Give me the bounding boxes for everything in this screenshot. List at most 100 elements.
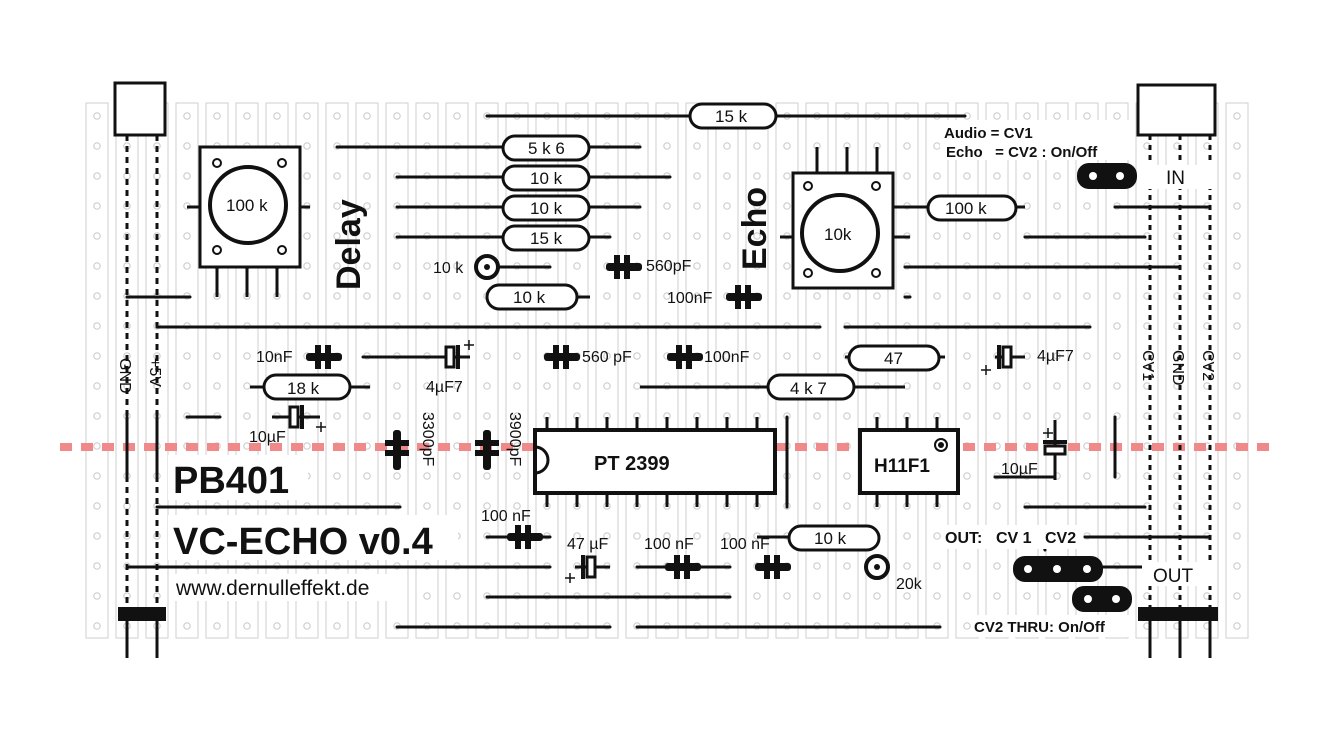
board-hole: [963, 562, 971, 570]
cv2-column-label: CV2: [1199, 350, 1216, 381]
board-hole: [843, 502, 851, 510]
board-hole: [1233, 322, 1241, 330]
cap-100nf-d: 100 nF: [644, 536, 694, 553]
board-hole: [903, 562, 911, 570]
board-hole: [93, 622, 101, 630]
board-hole: [1053, 172, 1061, 180]
resistor-5k6: 5 k 6: [528, 139, 565, 158]
cap-100nf-b: 100nF: [704, 349, 750, 366]
h11f1-label: H11F1: [874, 456, 930, 477]
board-hole: [1233, 352, 1241, 360]
board-hole: [453, 262, 461, 270]
copper-strip: [175, 102, 199, 639]
audio-cv1-note: Audio = CV1: [944, 125, 1033, 142]
board-hole: [693, 532, 701, 540]
board-hole: [1113, 322, 1121, 330]
board-hole: [1083, 382, 1091, 390]
board-hole: [423, 412, 431, 420]
cap-47uf: 47 µF: [567, 536, 608, 553]
board-hole: [843, 592, 851, 600]
board-hole: [363, 202, 371, 210]
board-hole: [753, 172, 761, 180]
board-hole: [1023, 592, 1031, 600]
board-hole: [1023, 412, 1031, 420]
copper-strip: [655, 102, 679, 639]
echo-label: Echo: [736, 187, 774, 270]
board-hole: [933, 232, 941, 240]
board-hole: [1053, 352, 1061, 360]
board-hole: [753, 262, 761, 270]
board-hole: [93, 232, 101, 240]
board-hole: [903, 142, 911, 150]
board-hole: [513, 502, 521, 510]
board-hole: [453, 292, 461, 300]
board-hole: [333, 232, 341, 240]
board-hole: [93, 202, 101, 210]
board-hole: [243, 622, 251, 630]
board-hole: [183, 352, 191, 360]
board-hole: [303, 262, 311, 270]
cap-3300pf: 3300pF: [419, 412, 436, 466]
board-hole: [663, 142, 671, 150]
gnd-column-label: GND: [1169, 350, 1186, 386]
board-hole: [423, 292, 431, 300]
board-hole: [93, 352, 101, 360]
echo-pot-value: 10k: [824, 225, 852, 244]
board-hole: [483, 382, 491, 390]
board-hole: [993, 502, 1001, 510]
board-hole: [933, 382, 941, 390]
board-hole: [363, 172, 371, 180]
board-hole: [993, 232, 1001, 240]
board-hole: [933, 292, 941, 300]
board-hole: [993, 412, 1001, 420]
board-hole: [393, 382, 401, 390]
board-hole: [93, 292, 101, 300]
board-hole: [393, 472, 401, 480]
board-hole: [933, 562, 941, 570]
board-hole: [363, 472, 371, 480]
board-hole: [993, 112, 1001, 120]
out-header: [1138, 607, 1218, 658]
board-hole: [213, 112, 221, 120]
board-hole: [633, 292, 641, 300]
board-hole: [963, 352, 971, 360]
board-hole: [183, 262, 191, 270]
board-hole: [333, 292, 341, 300]
board-hole: [423, 262, 431, 270]
board-hole: [93, 382, 101, 390]
copper-strip: [685, 102, 709, 639]
board-hole: [723, 172, 731, 180]
board-hole: [963, 622, 971, 630]
board-hole: [1053, 202, 1061, 210]
board-hole: [1233, 172, 1241, 180]
jumper-cv2-thru: [1072, 586, 1132, 612]
board-hole: [453, 472, 461, 480]
board-hole: [1233, 622, 1241, 630]
board-hole: [363, 412, 371, 420]
delay-pot-value: 100 k: [226, 196, 268, 215]
board-hole: [93, 442, 101, 450]
board-hole: [93, 172, 101, 180]
cap-4uf7-a: 4µF7: [426, 379, 463, 396]
board-hole: [573, 532, 581, 540]
board-hole: [993, 382, 1001, 390]
board-hole: [903, 532, 911, 540]
out-label: OUT: [1153, 566, 1194, 587]
board-hole: [1053, 412, 1061, 420]
board-hole: [603, 292, 611, 300]
board-hole: [183, 172, 191, 180]
gnd-rail-label: GND: [116, 358, 133, 394]
copper-strip: [325, 102, 349, 639]
cap-10nf: 10nF: [256, 349, 293, 366]
board-hole: [723, 262, 731, 270]
power-rails: [125, 135, 1212, 610]
board-hole: [333, 622, 341, 630]
board-hole: [243, 382, 251, 390]
board-hole: [393, 262, 401, 270]
board-hole: [93, 592, 101, 600]
out-cv1-note: CV 1: [996, 530, 1032, 547]
board-hole: [543, 382, 551, 390]
cap-560pf-b: 560 pF: [582, 349, 632, 366]
board-hole: [273, 352, 281, 360]
